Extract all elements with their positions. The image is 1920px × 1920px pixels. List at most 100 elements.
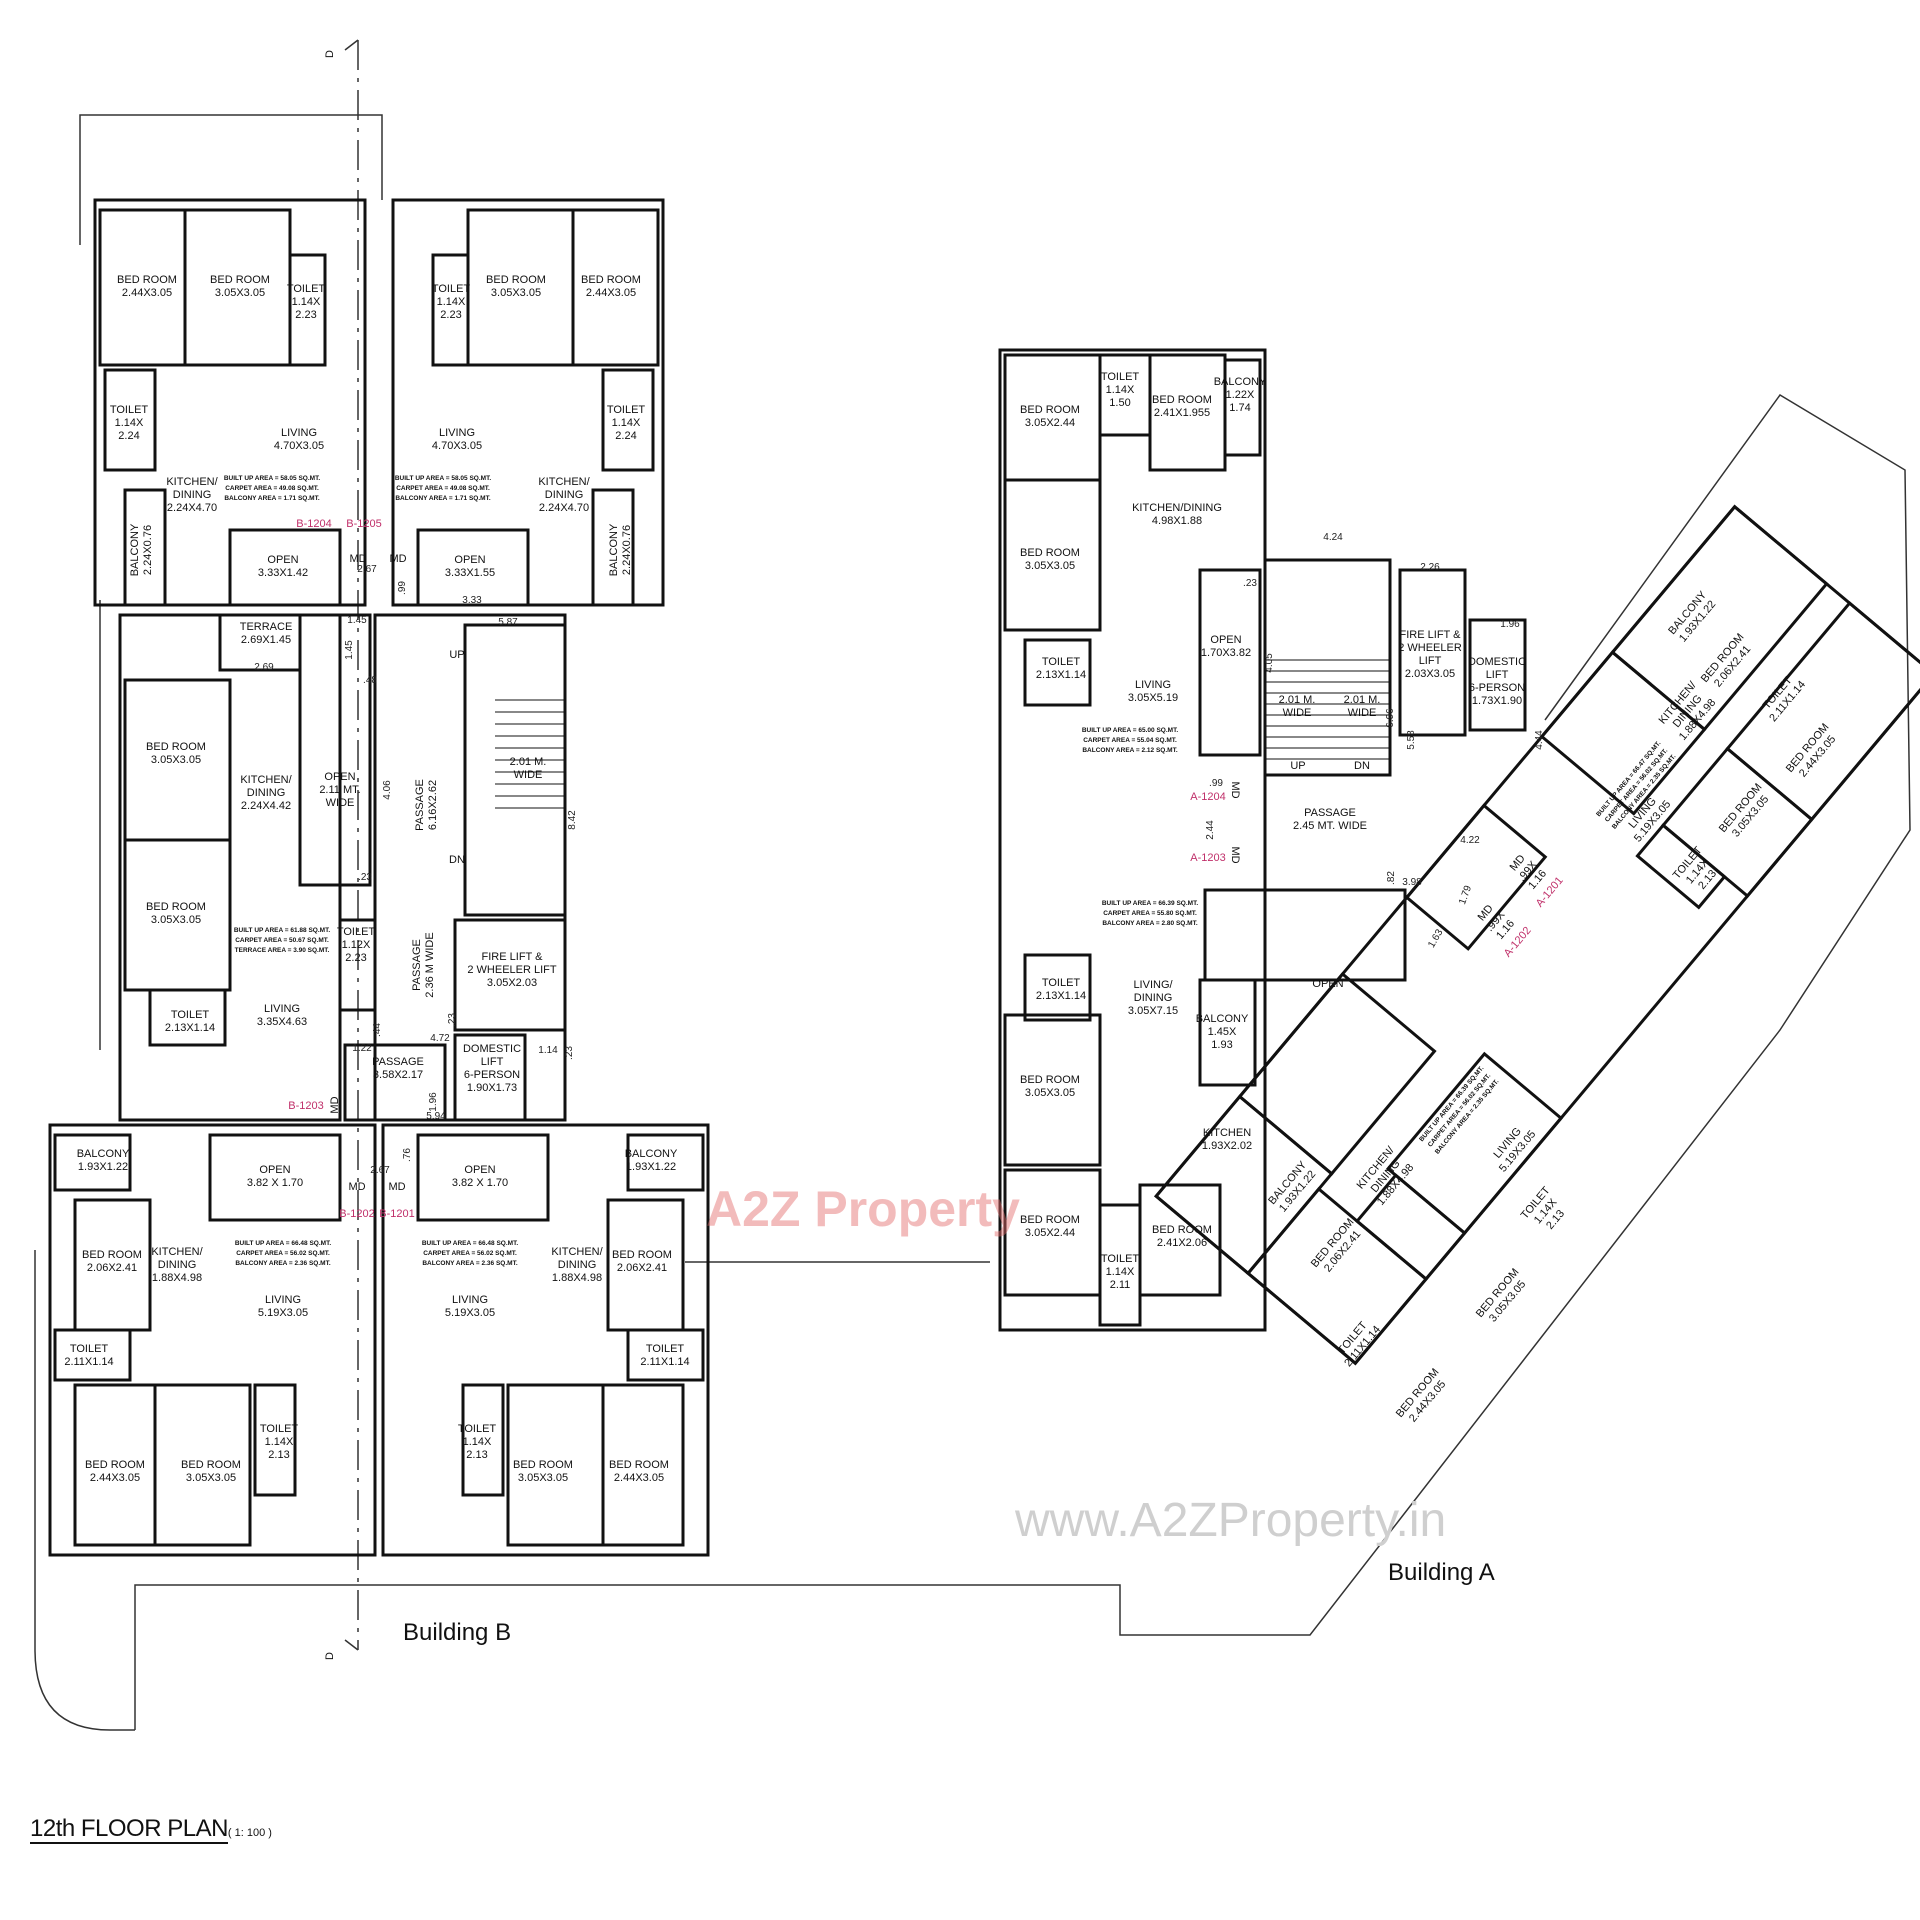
room-label-line: 2.13X1.14	[1036, 990, 1086, 1002]
room-label-line: 2.11 MT.	[319, 784, 360, 796]
room-label-line: FIRE LIFT &	[1400, 629, 1462, 641]
wall	[1023, 953, 1092, 1022]
room-label-line: 2.13X1.14	[165, 1022, 215, 1034]
dimension-label: 6.96	[1385, 708, 1396, 728]
wall	[1154, 504, 1920, 1366]
room-label-line: LIVING	[439, 427, 475, 439]
area-note-line: BUILT UP AREA = 66.39 SQ.MT.	[1102, 900, 1198, 907]
room-label-line: 2.13X1.14	[1036, 669, 1086, 681]
dimension-label: 2.69	[254, 662, 274, 673]
room-label-line: OPEN	[1312, 978, 1343, 990]
room-label-line: TOILET	[171, 1009, 210, 1021]
area-note: BUILT UP AREA = 66.48 SQ.MT.CARPET AREA …	[422, 1240, 518, 1267]
room-label-line: 1.93X1.22	[626, 1161, 676, 1173]
door-mark: MD	[348, 1181, 365, 1193]
room-label-line: 3.05X2.44	[1025, 1227, 1075, 1239]
room-label-line: 2.11X1.14	[64, 1356, 113, 1368]
room-label-line: 1.74	[1229, 402, 1250, 414]
room-label-line: BED ROOM	[85, 1459, 145, 1471]
dimension-label: 4.72	[430, 1033, 450, 1044]
dimension-label: .76	[402, 1148, 413, 1162]
room-label: KITCHEN/DINING1.88X4.98	[1657, 679, 1720, 743]
room-label-line: LIFT	[1486, 669, 1509, 681]
room-label-line: PASSAGE	[414, 779, 426, 831]
wall	[153, 1383, 252, 1547]
room-label: TOILET1.14X2.13	[1519, 1184, 1573, 1238]
room-label-line: 2.44X3.05	[90, 1472, 140, 1484]
area-note-line: CARPET AREA = 55.80 SQ.MT.	[1103, 910, 1197, 917]
room-label-line: KITCHEN/	[166, 476, 218, 488]
room-label-line: UP	[1290, 760, 1305, 772]
dimension-label: .44	[372, 1023, 383, 1037]
room-label-line: BALCONY	[1196, 1013, 1249, 1025]
room-label: PASSAGE6.16X2.62	[414, 779, 439, 831]
room-label: KITCHEN/DINING1.88X4.98	[1355, 1144, 1418, 1208]
wall	[288, 253, 327, 367]
area-note-line: BALCONY AREA = 2.36 SQ.MT.	[235, 1260, 330, 1267]
wall	[1203, 888, 1407, 982]
wall	[453, 1033, 527, 1122]
area-note: BUILT UP AREA = 66.39 SQ.MT.CARPET AREA …	[1418, 1065, 1501, 1156]
room-label-line: BED ROOM	[1020, 547, 1080, 559]
wall	[381, 1123, 710, 1557]
room-label-line: LIVING	[265, 1294, 301, 1306]
room-label-line: 5.19X3.05	[445, 1307, 495, 1319]
room-label-line: 1.70X3.82	[1201, 647, 1251, 659]
room-label-line: TOILET	[432, 283, 471, 295]
wall	[453, 918, 567, 1032]
room-label-line: 2.23	[440, 309, 461, 321]
building-a-label: Building A	[1388, 1559, 1495, 1586]
room-label-line: DINING	[247, 787, 286, 799]
room-label-line: TOILET	[607, 404, 646, 416]
dimension-label: 4.22	[1460, 835, 1480, 846]
unit-tag: A-1204	[1190, 791, 1225, 803]
dimension-label: 1.96	[428, 1092, 439, 1112]
room-label-line: PASSAGE	[411, 939, 423, 991]
dimension-label: .23	[564, 1046, 575, 1060]
room-label-line: WIDE	[1283, 707, 1312, 719]
area-note: BUILT UP AREA = 66.39 SQ.MT. CARPET AREA …	[1102, 900, 1198, 927]
room-label-line: 2.01 M.	[510, 756, 547, 768]
wall	[1138, 1183, 1222, 1297]
room-label-line: 2.24X4.42	[241, 800, 291, 812]
room-label-line: 2.41X1.955	[1154, 407, 1210, 419]
room-label-line: BED ROOM	[117, 274, 177, 286]
room-label-line: KITCHEN	[1203, 1127, 1251, 1139]
room-label-line: TOILET	[287, 283, 326, 295]
room-label-line: DINING	[545, 489, 584, 501]
room-label-line: DINING	[1134, 992, 1173, 1004]
room-label-line: DINING	[173, 489, 212, 501]
section-marker-top: D	[324, 50, 336, 58]
room-label-line: OPEN	[324, 771, 355, 783]
wall	[1610, 504, 1829, 732]
room-label-line: TOILET	[646, 1343, 685, 1355]
area-note: BUILT UP AREA = 58.05 SQ.MT.CARPET AREA …	[395, 475, 491, 502]
room-label-line: 1.14X	[265, 1436, 294, 1448]
room-label-line: DINING	[158, 1259, 197, 1271]
room-label-line: 3.82 X 1.70	[247, 1177, 303, 1189]
watermark-url: www.A2ZProperty.in	[1014, 1494, 1446, 1547]
dimension-label: 2.67	[370, 1165, 390, 1176]
area-note-line: BALCONY AREA = 1.71 SQ.MT.	[395, 495, 490, 502]
room-label-line: 3.05X3.05	[151, 914, 201, 926]
room-label: 2.01 M.WIDE	[1279, 694, 1316, 719]
area-note-line: CARPET AREA = 49.08 SQ.MT.	[396, 485, 490, 492]
room-label-line: BED ROOM	[146, 901, 206, 913]
wall	[1385, 1051, 1564, 1236]
room-label-line: 1.14X	[292, 296, 321, 308]
dimension-label: .23	[1243, 578, 1257, 589]
room-label: BALCONY2.24X0.76	[129, 523, 154, 576]
area-note-line: BALCONY AREA = 1.71 SQ.MT.	[224, 495, 319, 502]
room-label-line: 2.45 MT. WIDE	[1293, 820, 1367, 832]
wall	[123, 488, 167, 607]
room-label-line: BED ROOM	[486, 274, 546, 286]
